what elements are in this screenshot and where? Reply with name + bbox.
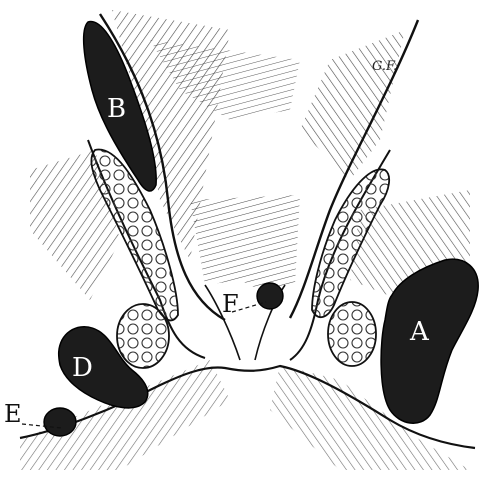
label-b: B: [107, 94, 126, 124]
label-e: E: [4, 400, 22, 428]
left-external-sphincter: [117, 304, 169, 368]
label-gf: G.F.: [372, 59, 397, 74]
label-a: A: [409, 317, 430, 347]
label-f: F: [222, 290, 239, 318]
levator-right-hatching: [300, 30, 405, 180]
label-d: D: [72, 353, 93, 383]
abscess-f: [257, 283, 283, 309]
right-external-sphincter: [328, 302, 376, 366]
anal-columns-hatching: [190, 195, 300, 290]
abscess-e: [44, 408, 76, 436]
